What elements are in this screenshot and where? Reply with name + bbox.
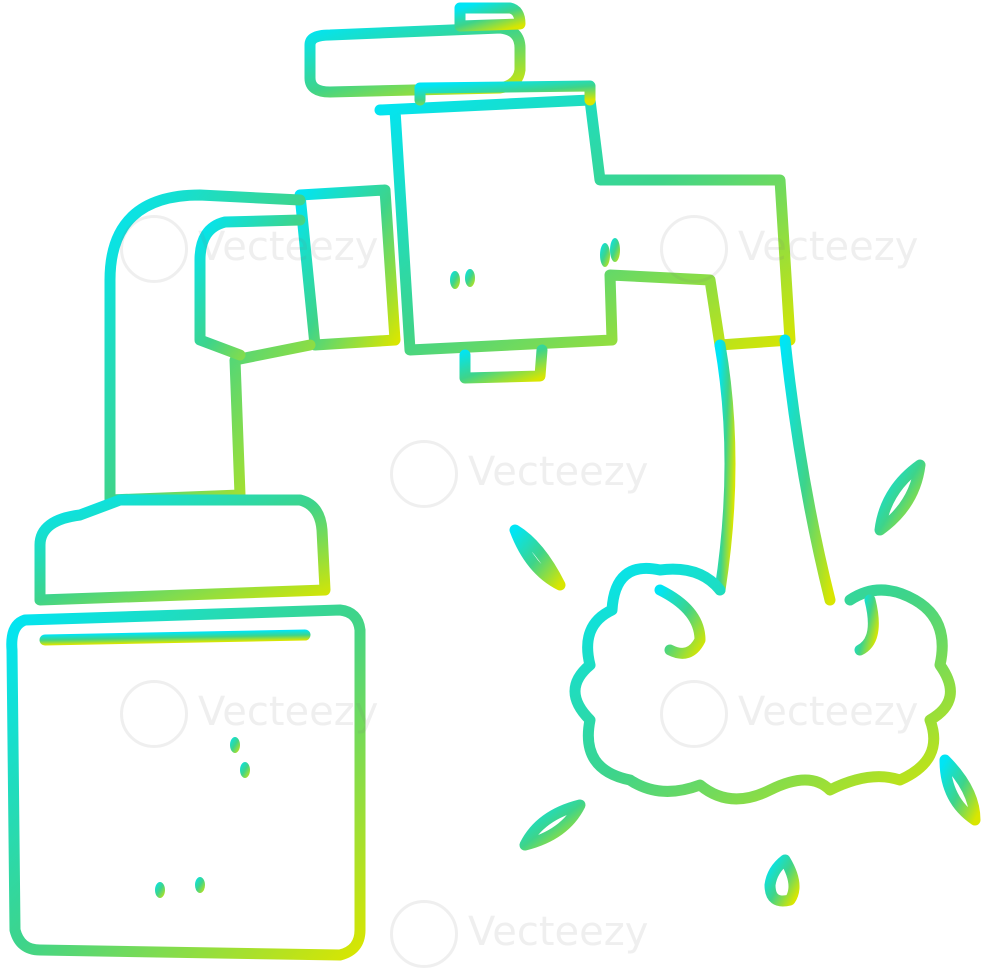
- water-drop: [939, 754, 981, 826]
- water-drop: [509, 524, 566, 591]
- valve-nozzle: [459, 344, 548, 384]
- pipe-inner: [194, 214, 306, 361]
- water-stream: [714, 339, 736, 596]
- shine-mark: [450, 271, 460, 289]
- shine-mark: [465, 269, 475, 287]
- shine-mark: [230, 737, 240, 753]
- shine-mark: [155, 882, 165, 898]
- shine-mark: [195, 877, 205, 893]
- shine-mark: [240, 762, 250, 778]
- faucet-handle: [304, 22, 526, 98]
- water-splash: [569, 562, 956, 805]
- tank-lid: [34, 494, 331, 606]
- water-drop: [519, 799, 586, 851]
- valve-body: [374, 94, 796, 356]
- water-swirl: [854, 594, 879, 656]
- tank-line: [39, 629, 311, 646]
- pipe-joint: [294, 184, 401, 351]
- water-drop: [874, 459, 926, 536]
- water-swirl: [654, 584, 706, 659]
- shine-mark: [610, 238, 620, 262]
- pipe-elbow: [104, 189, 316, 506]
- handle-stem: [454, 2, 526, 32]
- water-stream: [779, 334, 836, 606]
- tank-body: [6, 604, 366, 961]
- valve-neck: [414, 80, 596, 106]
- water-drop: [764, 854, 800, 907]
- shine-mark: [600, 243, 610, 267]
